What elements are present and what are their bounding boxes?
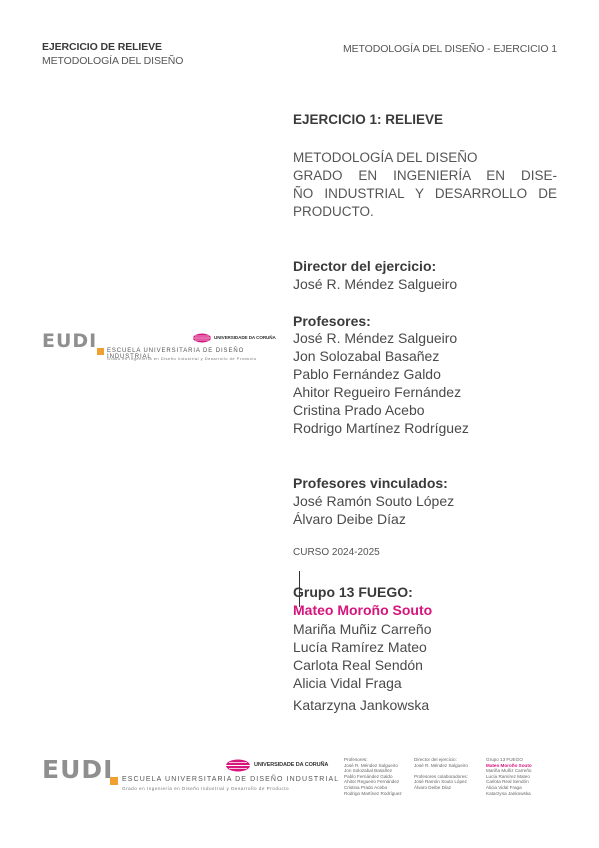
footer-line: Pablo Fernández Galdo	[344, 773, 393, 779]
text-cursor	[299, 571, 300, 607]
eudi-logo-middle: EUDI ESCUELA UNIVERSITARIA DE DISEÑO IND…	[42, 330, 282, 370]
list-item: Pablo Fernández Galdo	[293, 366, 441, 382]
eudi-wordmark: EUDI	[42, 755, 114, 784]
footer-line: José Ramón Souto López	[414, 779, 467, 785]
methodology-line: ÑO INDUSTRIAL Y DESARROLLO DE	[293, 186, 557, 201]
list-item: Cristina Prado Acebo	[293, 402, 425, 418]
grupo-heading: Grupo 13 FUEGO:	[293, 584, 413, 600]
director-name: José R. Méndez Salgueiro	[293, 276, 458, 292]
udc-text: UNIVERSIDADE DA CORUÑA	[254, 762, 329, 768]
list-item: Rodrigo Martínez Rodríguez	[293, 420, 469, 436]
methodology-line: PRODUCTO.	[293, 204, 374, 219]
footer-line: Profesores colaboradores:	[414, 773, 468, 779]
methodology-block: METODOLOGÍA DEL DISEÑO GRADO EN INGENIER…	[293, 149, 557, 221]
footer-line: José R. Méndez Salgueiro	[344, 762, 398, 768]
list-item: Alicia Vidal Fraga	[293, 675, 402, 691]
curso-label: CURSO 2024-2025	[293, 547, 380, 558]
eudi-logo-bottom: EUDI ESCUELA UNIVERSITARIA DE DISEÑO IND…	[42, 755, 342, 800]
header-doc-subtitle: METODOLOGÍA DEL DISEÑO	[42, 55, 184, 67]
list-item: Jon Solozabal Basañez	[293, 348, 440, 364]
header-doc-title: EJERCICIO DE RELIEVE	[42, 41, 162, 53]
methodology-line: METODOLOGÍA DEL DISEÑO	[293, 150, 478, 165]
escuela-text: ESCUELA UNIVERSITARIA DE DISEÑO INDUSTRI…	[107, 348, 245, 360]
list-item: Álvaro Deibe Díaz	[293, 511, 406, 527]
footer-col-director: Director del ejercicio: José R. Méndez S…	[414, 757, 482, 791]
footer-line: Alicia Vidal Fraga	[486, 784, 522, 790]
footer-line: Director del ejercicio:	[414, 757, 457, 762]
footer-line: Ahitor Regueiro Fernández	[344, 779, 400, 785]
header-right-title: METODOLOGÍA DEL DISEÑO - EJERCICIO 1	[342, 43, 557, 55]
exercise-title: EJERCICIO 1: RELIEVE	[293, 112, 444, 127]
methodology-line: GRADO EN INGENIERÍA EN DISE-	[293, 168, 557, 183]
footer-line: Álvaro Deibe Díaz	[414, 784, 452, 790]
footer-col-profesores: Profesores: José R. Méndez Salgueiro Jon…	[344, 757, 412, 796]
footer-line: Carlota Real Sendón	[486, 779, 529, 785]
vinculados-heading: Profesores vinculados:	[293, 475, 448, 491]
udc-emblem-icon	[226, 759, 250, 772]
footer-line: José R. Méndez Salgueiro	[414, 762, 468, 768]
grupo-highlight-name: Mateo Moroño Souto	[293, 602, 433, 618]
footer-line: Katarzyna Jankowska	[486, 790, 531, 796]
escuela-text: ESCUELA UNIVERSITARIA DE DISEÑO INDUSTRI…	[122, 776, 340, 783]
footer-line: Rodrigo Martínez Rodríguez	[344, 790, 402, 796]
list-item: José R. Méndez Salgueiro	[293, 330, 458, 346]
list-item: José Ramón Souto López	[293, 493, 455, 509]
footer-line: Profesores:	[344, 757, 368, 762]
eudi-wordmark: EUDI	[42, 330, 98, 352]
footer-line: Jon Solozabal Basañez	[344, 768, 393, 774]
escuela-subtext: Grado en Ingeniería en Diseño Industrial…	[122, 786, 290, 791]
udc-emblem-icon	[193, 333, 211, 343]
list-item: Mariña Muñiz Carreño	[293, 621, 432, 637]
footer-line: Cristina Prado Acebo	[344, 784, 388, 790]
footer-line: Lucía Ramírez Mateo	[486, 773, 530, 779]
grupo-list: Mariña Muñiz Carreño Lucía Ramírez Mateo…	[293, 620, 557, 692]
escuela-subtext: Grado en Ingeniería en Diseño Industrial…	[107, 356, 257, 361]
list-item: Ahitor Regueiro Fernández	[293, 384, 462, 400]
list-item: Carlota Real Sendón	[293, 657, 423, 673]
orange-square	[110, 777, 118, 785]
vinculados-list: José Ramón Souto López Álvaro Deibe Díaz	[293, 492, 557, 528]
list-item: Katarzyna Jankowska	[293, 697, 430, 713]
director-heading: Director del ejercicio:	[293, 258, 437, 274]
footer-line: Grupo 13 FUEGO	[486, 757, 523, 762]
profesores-heading: Profesores:	[293, 313, 371, 329]
list-item: Lucía Ramírez Mateo	[293, 639, 427, 655]
footer-line: Mariña Muñiz Carreño	[486, 768, 532, 774]
footer-highlight: Mateo Moroño Souto	[486, 762, 532, 768]
footer-col-grupo: Grupo 13 FUEGO Mateo Moroño Souto Mariña…	[486, 757, 556, 796]
udc-text: UNIVERSIDADE DA CORUÑA	[214, 335, 276, 340]
profesores-list: José R. Méndez Salgueiro Jon Solozabal B…	[293, 329, 557, 437]
orange-square	[97, 348, 104, 355]
